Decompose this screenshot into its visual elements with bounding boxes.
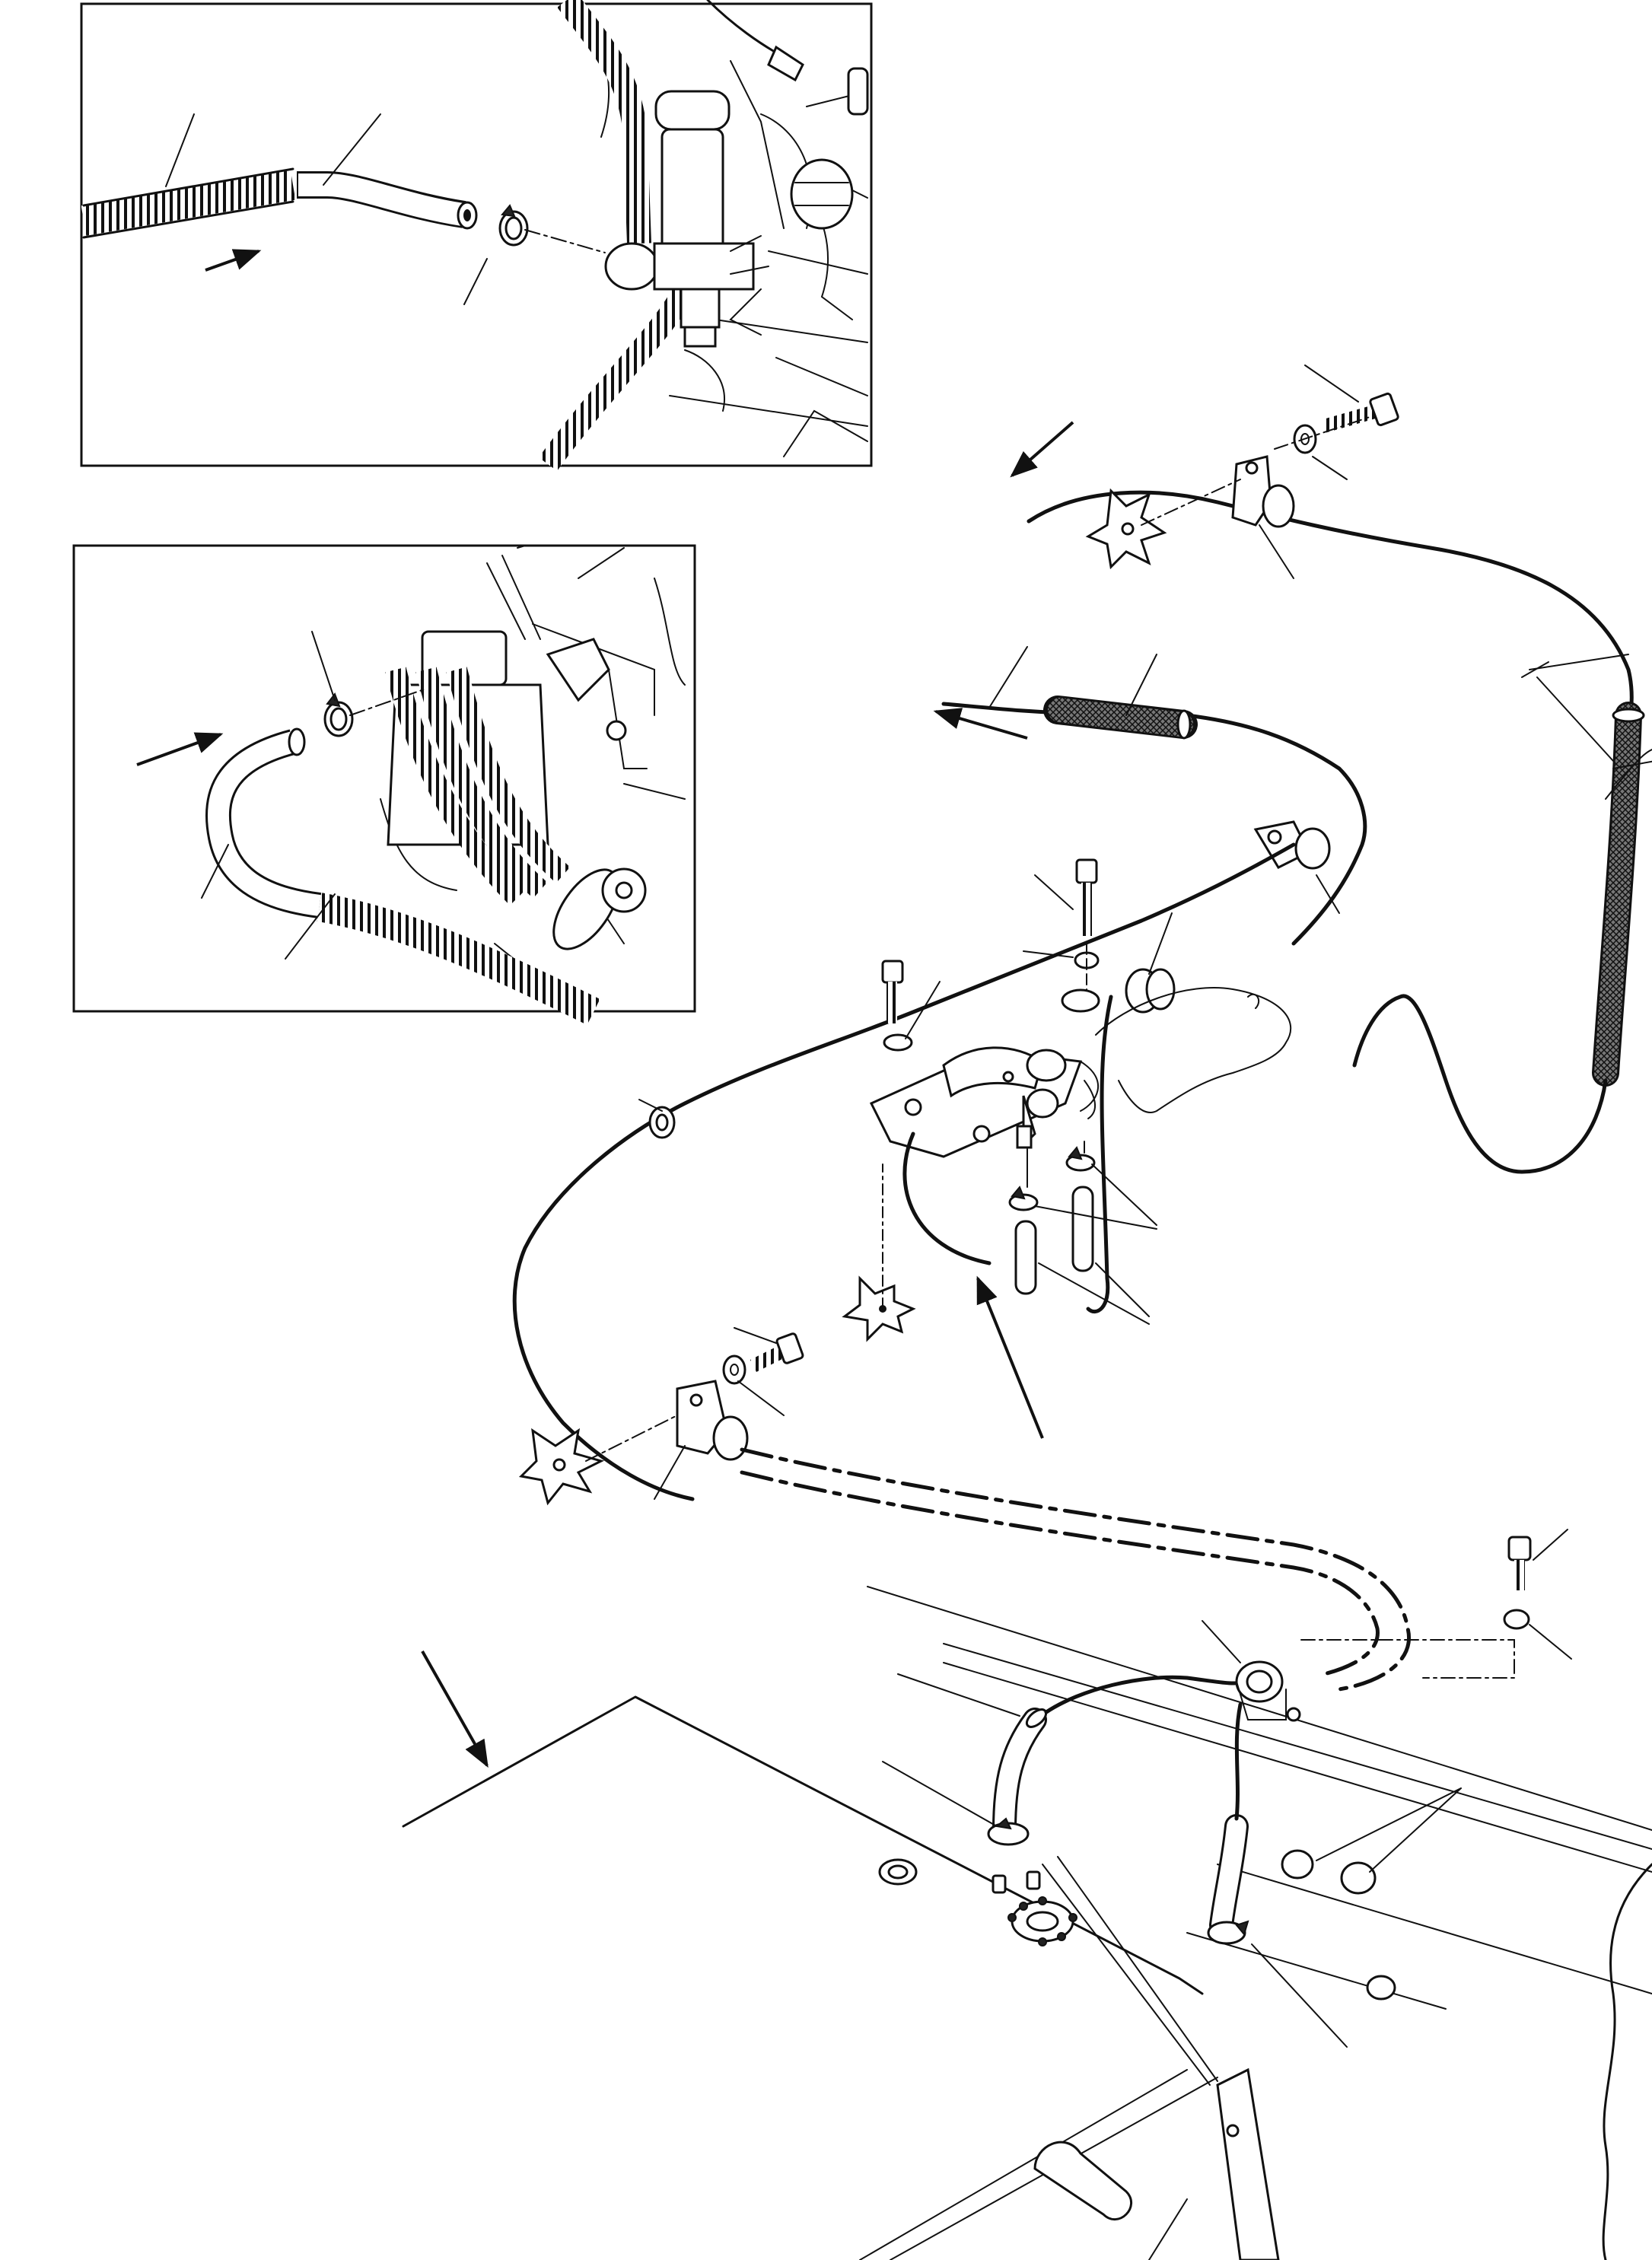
tank-feed-hose <box>1207 1702 1249 1945</box>
upper-mount-star <box>1085 488 1167 570</box>
inset-top-leaders <box>165 113 488 305</box>
middle-mesh-sleeve <box>1043 696 1198 740</box>
inset-middle-assembly-line <box>349 688 427 716</box>
lower-leaders <box>654 1327 785 1500</box>
inset-top-fuel-filter <box>604 90 769 348</box>
tank-grommet <box>1235 1660 1301 1722</box>
upper-return-flow-arrow <box>1010 421 1074 478</box>
central-diagonal-line <box>512 842 1296 1501</box>
tank-washer <box>1503 1609 1530 1630</box>
inset-top-assembly-line <box>524 229 606 253</box>
inset-middle-inlet-hose <box>205 727 600 1025</box>
right-leaders <box>1529 654 1652 800</box>
filler-cap <box>790 158 854 230</box>
right-clip-bracket <box>1253 820 1331 870</box>
middle-return-line <box>941 702 1367 946</box>
middle-return-flow-arrow <box>933 708 1028 740</box>
left-washer <box>883 1033 913 1052</box>
upper-leaders <box>1259 364 1359 579</box>
left-pipe-clamp <box>638 1099 676 1139</box>
right-vertical-line <box>1086 995 1113 1314</box>
inset-top-panel <box>80 0 873 471</box>
tank-view-arrow <box>421 1650 489 1768</box>
pump-flow-arrow <box>976 1275 1044 1439</box>
left-loop-line <box>902 1132 992 1265</box>
tank-fittings <box>878 1787 1462 2001</box>
upper-bolt <box>1322 392 1399 433</box>
upper-return-line <box>1027 490 1634 748</box>
mid-clip <box>1061 968 1176 1014</box>
lower-clip-bracket <box>676 1380 749 1461</box>
fuel-pump-block <box>869 1046 1099 1158</box>
mid-bolt <box>1075 858 1098 936</box>
lower-washer <box>722 1354 746 1385</box>
lower-bolt <box>750 1332 804 1373</box>
right-mesh-sleeve <box>1592 702 1645 1087</box>
inset-middle-hose-clamp <box>323 692 354 737</box>
inset-top-corrugated-hoses <box>538 0 804 471</box>
left-bolt <box>881 960 904 1023</box>
inset-middle-fuel-filter <box>385 630 647 950</box>
engine-outline-patch <box>1095 987 1291 1113</box>
center-mount-star <box>842 1275 916 1342</box>
inset-top-engine-background <box>578 22 869 457</box>
middle-leaders <box>988 646 1549 716</box>
right-loop-line <box>1352 994 1608 1174</box>
tank-return-hose <box>987 1675 1250 1846</box>
tank-bolt <box>1507 1536 1532 1590</box>
inset-middle-leaders <box>201 631 336 960</box>
upper-clip-bracket <box>1231 455 1295 528</box>
dashed-routing-line <box>740 1447 1411 1692</box>
inset-middle-flow-arrow <box>136 732 224 766</box>
inset-top-flow-arrow <box>205 249 262 272</box>
tank-leaders <box>882 1529 1572 2086</box>
lower-mount-star <box>518 1428 605 1506</box>
main-exploded-view <box>402 364 1652 2260</box>
inset-middle-panel <box>72 544 696 1025</box>
fuel-tank-top <box>402 1586 1652 2260</box>
inset-top-hose-clamp <box>498 204 529 247</box>
short-hoses-and-clamps <box>1008 1080 1157 1325</box>
inset-top-inlet-hose <box>81 167 478 239</box>
